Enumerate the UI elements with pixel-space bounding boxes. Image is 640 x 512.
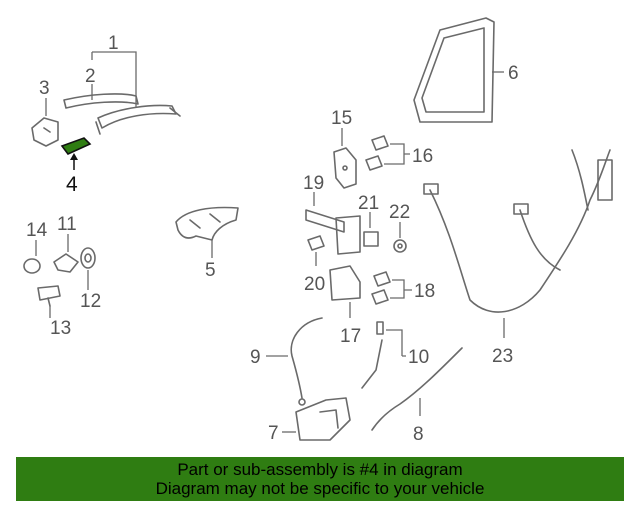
part-13-screw [37, 285, 61, 307]
banner-line-1: Part or sub-assembly is #4 in diagram [177, 460, 463, 479]
part-3-bracket [31, 117, 59, 147]
callout-19: 19 [303, 173, 324, 194]
leader-1 [91, 51, 137, 108]
callout-6: 6 [508, 63, 519, 84]
part-22-nut [393, 239, 407, 253]
callout-5: 5 [205, 260, 216, 281]
part-9-cable [290, 317, 323, 406]
callout-14: 14 [26, 220, 48, 241]
callout-23: 23 [492, 346, 513, 367]
callout-3: 3 [39, 78, 50, 99]
part-16-bolts [365, 135, 389, 171]
callout-12: 12 [80, 291, 101, 312]
part-17-lower-hinge [329, 265, 361, 301]
info-banner: Part or sub-assembly is #4 in diagram Di… [16, 457, 624, 501]
part-15-hinge [333, 147, 357, 189]
callout-15: 15 [331, 108, 352, 129]
part-18-bolts [371, 271, 391, 305]
part-6-door-seal [413, 17, 495, 123]
banner-line-2: Diagram may not be specific to your vehi… [155, 479, 485, 498]
leader-4-arrow [70, 153, 78, 160]
callout-7: 7 [268, 423, 279, 444]
part-8-rod [371, 347, 463, 431]
callout-18: 18 [414, 281, 435, 302]
parts-diagram: 1 2 3 4 5 6 14 11 [23, 17, 613, 445]
callout-8: 8 [413, 424, 424, 445]
callout-10: 10 [408, 347, 429, 368]
callout-22: 22 [389, 202, 410, 223]
part-5-lock [175, 206, 239, 241]
part-23-wiring-harness [423, 149, 613, 313]
leader-16 [384, 143, 410, 165]
callout-4: 4 [66, 173, 78, 196]
leader-18 [390, 279, 412, 299]
part-19-check-link [305, 209, 361, 255]
part-4-highlighted [60, 137, 92, 155]
callout-21: 21 [358, 193, 379, 214]
leader-10 [386, 329, 406, 357]
callout-11: 11 [57, 214, 77, 235]
part-7-latch [295, 397, 351, 441]
callout-16: 16 [412, 146, 433, 167]
callout-17: 17 [340, 326, 361, 347]
part-10-rods [361, 321, 384, 389]
callout-13: 13 [50, 318, 71, 339]
part-11-bracket [53, 253, 79, 273]
part-12-gasket [80, 247, 96, 269]
part-21-clip [363, 231, 379, 247]
callout-9: 9 [250, 347, 261, 368]
callout-2: 2 [85, 66, 96, 87]
part-14-clip [23, 258, 41, 274]
callout-20: 20 [304, 274, 325, 295]
part-1-2-outside-handle [63, 93, 181, 135]
callout-1: 1 [108, 33, 119, 54]
part-20-bolt [307, 235, 325, 251]
